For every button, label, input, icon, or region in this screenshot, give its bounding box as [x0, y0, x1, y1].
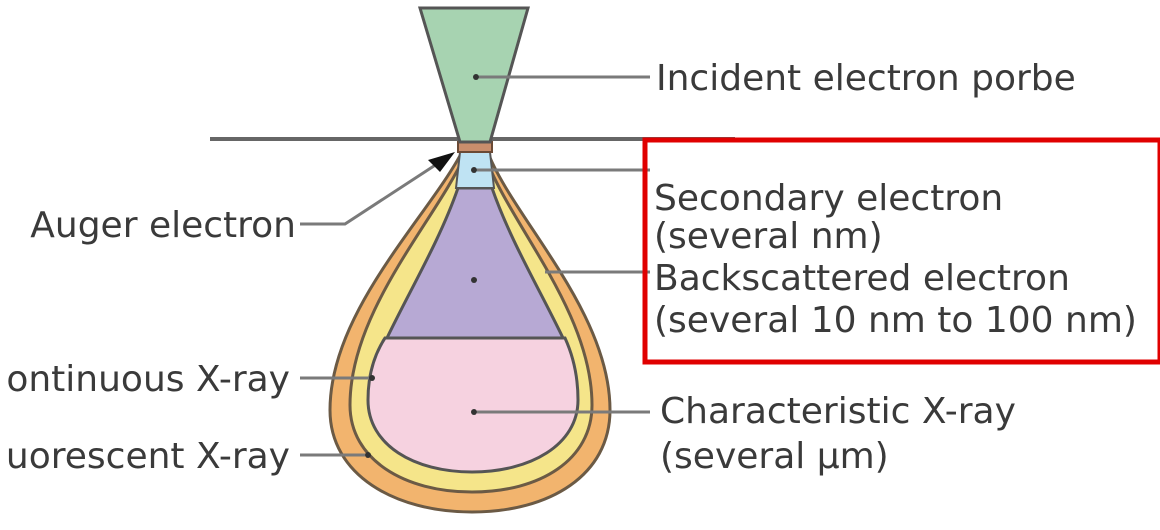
fluorescent-xray-label: uorescent X-ray [6, 436, 290, 477]
backscattered-dot [471, 277, 477, 283]
auger-electron-label: Auger electron [30, 205, 296, 246]
backscattered-electron-depth: (several 10 nm to 100 nm) [654, 300, 1137, 341]
continuous-dot [369, 375, 375, 381]
probe-dot [473, 74, 479, 80]
characteristic-xray-region [368, 338, 578, 472]
backscattered-electron-label: Backscattered electron [654, 258, 1070, 299]
incident-probe-label: Incident electron porbe [656, 58, 1076, 99]
secondary-electron-depth: (several nm) [654, 216, 883, 257]
characteristic-dot [471, 409, 477, 415]
fluorescent-dot [365, 452, 371, 458]
characteristic-xray-label: Characteristic X-ray [660, 391, 1016, 432]
continuous-xray-label: ontinuous X-ray [6, 359, 290, 400]
secondary-electron-label: Secondary electron [654, 178, 1003, 219]
secondary-dot [471, 167, 477, 173]
characteristic-xray-depth: (several µm) [660, 436, 889, 477]
